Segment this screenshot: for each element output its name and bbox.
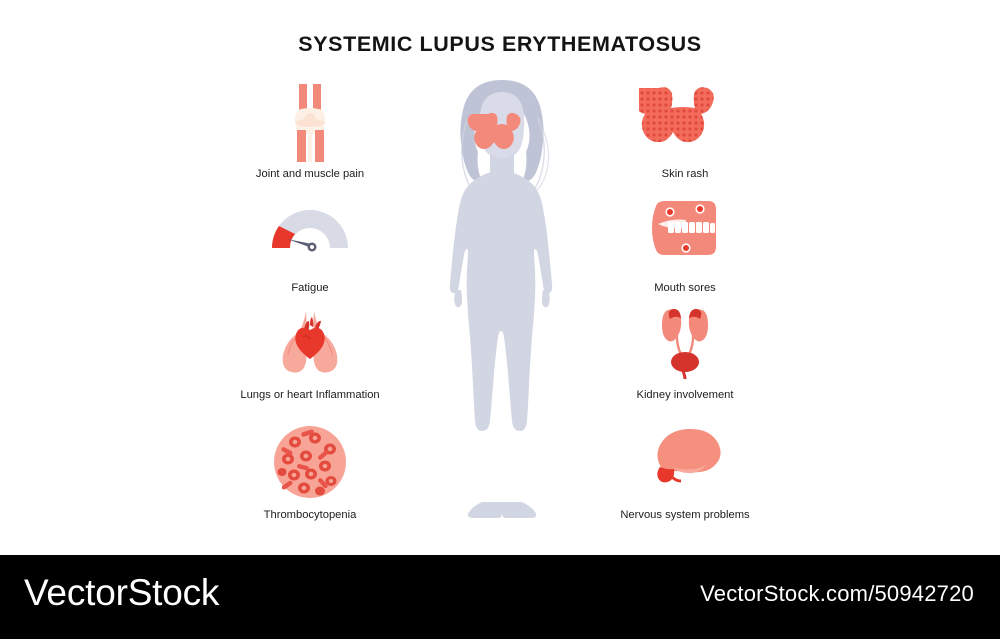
page-title: SYSTEMIC LUPUS ERYTHEMATOSUS	[298, 32, 702, 56]
symptom-lungs-or-heart-inflammation: Lungs or heart Inflammation	[195, 305, 425, 401]
knee-joint-icon	[195, 84, 425, 162]
symptom-label: Mouth sores	[654, 282, 716, 294]
blood-cells-icon	[195, 425, 425, 503]
symptom-label: Nervous system problems	[620, 509, 750, 521]
symptom-skin-rash: Skin rash	[570, 84, 800, 180]
lungs-heart-icon	[195, 305, 425, 383]
symptom-thrombocytopenia: Thrombocytopenia	[195, 425, 425, 521]
symptom-nervous-system-problems: Nervous system problems	[570, 425, 800, 521]
symptom-joint-and-muscle-pain: Joint and muscle pain	[195, 84, 425, 180]
brain-icon	[570, 425, 800, 503]
symptom-label: Joint and muscle pain	[255, 168, 365, 180]
infographic-canvas: SYSTEMIC LUPUS ERYTHEMATOSUS	[195, 32, 800, 528]
symptom-label: Lungs or heart Inflammation	[240, 389, 380, 401]
vectorstock-url: VectorStock.com/50942720	[700, 581, 974, 606]
gauge-icon	[195, 198, 425, 276]
symptom-label: Kidney involvement	[636, 389, 734, 401]
kidneys-icon	[570, 305, 800, 383]
symptom-fatigue: Fatigue	[195, 198, 425, 294]
vectorstock-watermark-footer: VectorStock VectorStock.com/50942720	[0, 555, 1000, 639]
female-body-silhouette	[420, 78, 585, 528]
butterfly-rash-icon	[570, 84, 800, 162]
symptom-label: Fatigue	[291, 282, 329, 294]
vectorstock-logo: VectorStock	[24, 572, 220, 613]
symptom-label: Thrombocytopenia	[263, 509, 357, 521]
mouth-icon	[570, 198, 800, 276]
symptom-mouth-sores: Mouth sores	[570, 198, 800, 294]
symptom-kidney-involvement: Kidney involvement	[570, 305, 800, 401]
malar-rash-highlight	[467, 112, 521, 149]
symptom-label: Skin rash	[661, 168, 709, 180]
